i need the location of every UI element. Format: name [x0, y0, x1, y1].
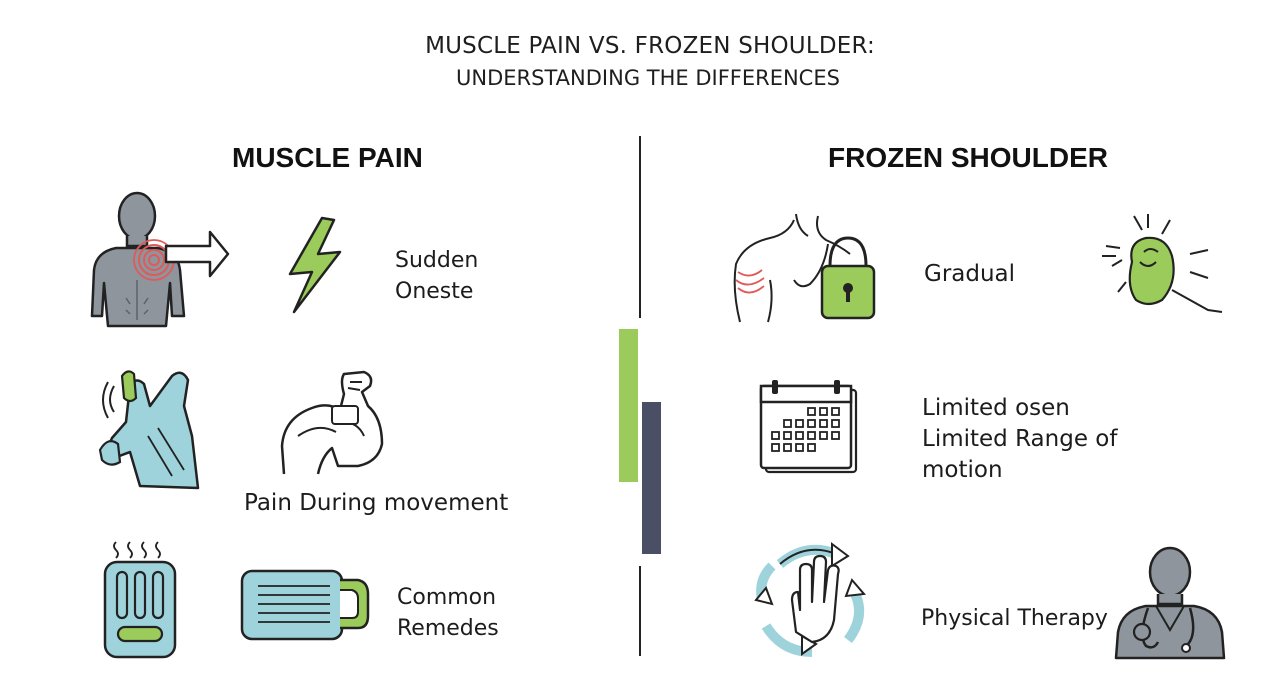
doctor-icon [1114, 546, 1226, 660]
physical-therapy-label: Physical Therapy [921, 606, 1108, 631]
flexed-arm-icon [280, 370, 384, 475]
page-title: MUSCLE PAIN VS. FROZEN SHOULDER: [425, 33, 875, 59]
glowing-shoulder-icon [1102, 214, 1223, 313]
hot-water-bottle-icon [240, 569, 370, 641]
green-accent-bar [619, 329, 638, 482]
limited-range-label: Limited osen Limited Range of motion [922, 395, 1118, 483]
cycle-hand-icon [754, 542, 866, 657]
frozen-shoulder-heading: FROZEN SHOULDER [828, 142, 1108, 173]
sudden-onset-label: Sudden Oneste [395, 248, 479, 304]
body-pain-arrow-icon [90, 191, 230, 328]
hand-pain-icon [98, 370, 200, 490]
shoulder-lock-icon [733, 213, 876, 323]
calendar-icon [759, 380, 858, 474]
pain-during-movement-label: Pain During movement [244, 490, 509, 516]
gradual-label: Gradual [924, 261, 1016, 287]
navy-accent-bar [642, 402, 661, 554]
page-subtitle: UNDERSTANDING THE DIFFERENCES [456, 66, 840, 90]
muscle-pain-heading: MUSCLE PAIN [232, 142, 423, 173]
heating-pad-icon [103, 541, 177, 659]
common-remedies-label: Common Remedes [397, 585, 499, 641]
lightning-bolt-icon [288, 216, 342, 314]
